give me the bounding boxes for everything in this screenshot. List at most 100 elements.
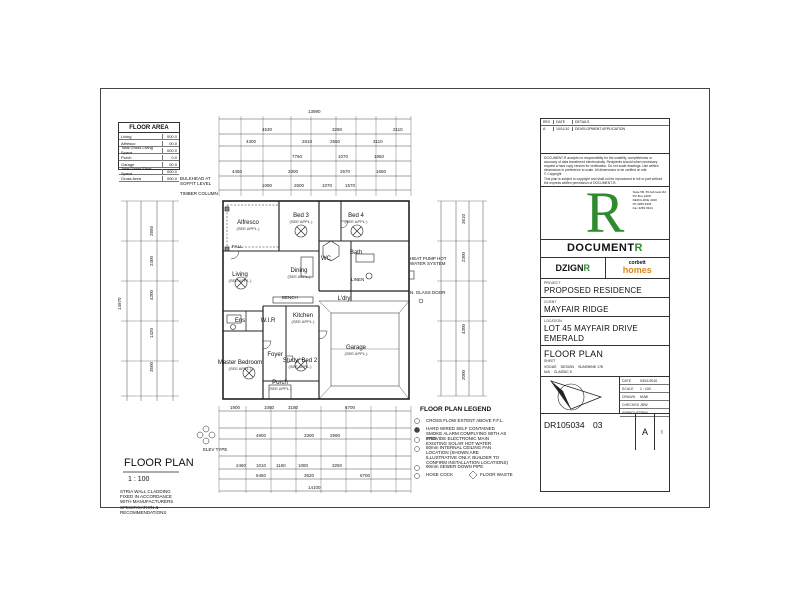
glass-door-note: N. GLASS DOOR [410,290,446,295]
dzign-word: DZIGN [555,263,584,273]
timber-column [224,246,230,252]
dimension-label: 6450 [256,473,267,478]
contact-line: Suite 5B, 55 Ashmole Rd [632,190,666,194]
floor-area-label: Porch [121,154,132,160]
dimension-label: 1900 [230,405,241,410]
floor-area-label: Garage [121,161,135,167]
room-area: (SEE APPL.) [288,364,312,369]
room-label: Dining(SEE APPL.) [288,268,311,279]
dimension-label: 4300 [246,139,257,144]
room-area: (SEE APPL.) [268,386,292,391]
rev-header: REV [541,120,554,124]
outer-wall [222,200,410,400]
elevation-marker-icon [202,425,210,433]
room-name: Bed 4 [348,213,364,219]
room-area: (SEE APPL.) [344,219,368,224]
north-arrow-icon [549,380,603,411]
design-label: DESIGN [560,365,575,369]
room-label: Alfresco(SEE APPL.) [237,220,260,231]
dimension-label: 2460 [236,463,247,468]
room-area: (SEE APPL.) [291,319,315,324]
document-r-logo: R Suite 5B, 55 Ashmole Rd PO Box 2268 RE… [541,180,669,245]
dimension-label: 1160 [276,463,286,468]
client-section: CLIENT MAYFAIR RIDGE [541,298,669,317]
door-swing [318,330,328,340]
cladding-note: STRIA WALL CLADDING FIXED IN ACCORDANCE … [120,489,174,515]
dimension-label: 2670 [340,169,351,174]
elevation-marker-icon [208,431,216,439]
garage-hip [318,300,332,314]
garage-hip [318,385,332,400]
dimension-label: 3610 [461,213,466,224]
floor-area-value: 000.0 [162,147,179,153]
client-label: CLIENT [544,300,557,304]
corbett-word: corbett [628,259,646,266]
dimension-label: 4300 [149,289,154,300]
ceiling-fan-blade [352,226,362,236]
meta-label: DATE [622,378,632,383]
dimension-label: 2000 [461,369,466,380]
location-section: LOCATION LOT 45 MAYFAIR DRIVE EMERALD [541,317,669,346]
sheet-number: 03 [593,420,603,430]
floor-area-row: Garage 00.0 [119,161,179,168]
floor-area-value: 00.0 [162,161,179,167]
hallway-ceiling-feature [322,240,340,262]
dimension-label: 1090 [262,183,273,188]
dimension-label: 3300 [288,169,299,174]
meta-value: 1 : 100 [640,386,651,391]
meta-label: SCALE [622,386,634,391]
dimension-label: 3300 [304,433,315,438]
dimension-label: 7760 [292,154,303,159]
room-name: Kitchen [292,313,313,319]
dimension-label: 2990 [330,433,341,438]
project-label: PROJECT [544,281,561,285]
legend-symbol-icon [414,418,420,424]
toilet-fixture [365,272,373,280]
ceiling-fan-icon [294,224,308,238]
dzign-r: R [583,263,591,273]
date-header: DATE [554,120,573,124]
legend-symbol-icon [414,427,420,433]
legend-item: 50mm INTERNAL CEILING FAN LOCATION (SHOW… [426,445,509,465]
room-label: Kitchen(SEE APPL.) [292,313,315,324]
meta-value: 03/11/2010 [640,378,658,383]
floor-area-value: 000.0 [162,168,179,174]
sheet-size: A3 [660,430,664,434]
dimension-label: 4300 [461,323,466,334]
logo-letter: R [585,180,625,245]
meta-value: JDW [640,402,648,407]
floor-area-value: 000.0 [162,175,179,181]
meta-label: CHECKED [622,402,640,407]
pantry [300,256,314,278]
dimension-label: 2810 [302,139,313,144]
floor-area-label: Total Gross Floor Space [121,166,152,176]
dimension-label: 14970 [117,297,122,310]
floor-area-value: 000.0 [162,133,179,139]
room-label: Garage(SEE APPL.) [345,345,368,356]
room-name: Bath [349,250,363,256]
alfresco-dashed-outline [226,204,280,248]
room-area: (SEE APPL.) [289,219,313,224]
sheet-title-section: FLOOR PLAN SHEET VOGUE DESIGN SUNSHINE 1… [541,346,669,377]
legend-item: 90mm SEWER DOWN PIPE [426,464,484,469]
dimension-label: 13990 [308,109,321,114]
sheet-label: SHEET [544,359,556,363]
linen-note: LINEN [351,277,365,282]
legend-symbol-icon [414,465,420,471]
meta-value: MJW [640,394,648,399]
meta-row: DATE 03/11/2010 [620,377,669,385]
design-value: SUNSHINE 178 [578,365,603,369]
room-label: Porch(SEE APPL.) [269,380,292,391]
room-name: Master Bedroom [217,360,263,366]
bench-note: BENCH [282,295,298,300]
meta-row: SCALE 1 : 100 [620,385,669,393]
document-wordmark: DOCUMENTR [541,240,669,258]
room-name: Porch [272,380,288,386]
room-name: WC [321,256,331,262]
copyright-note: This plan is subject to copyright and sh… [544,176,663,185]
contact-line: PO Box 2268 [632,193,651,198]
